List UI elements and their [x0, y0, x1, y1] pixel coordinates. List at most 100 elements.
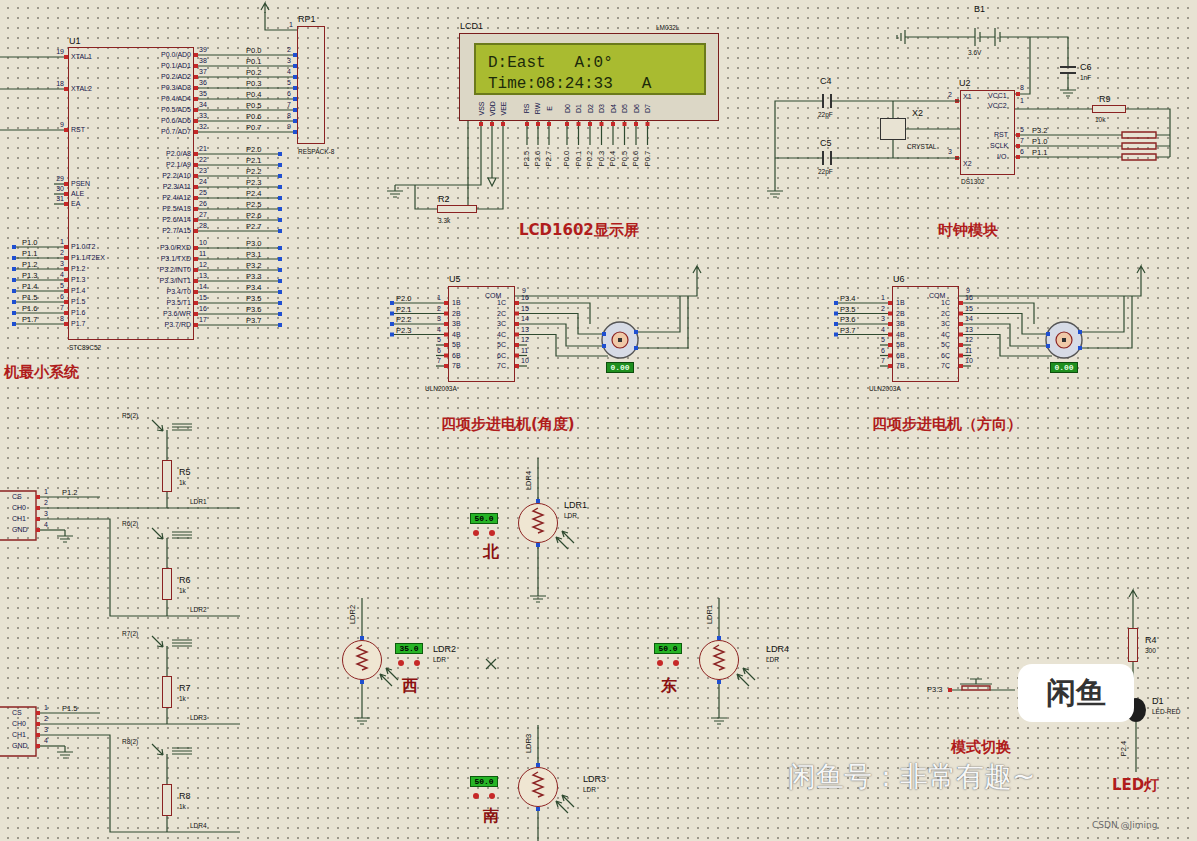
- net-label: P3.7: [246, 316, 261, 325]
- resistor-symbol: R4300: [1128, 628, 1138, 662]
- pin-number: 15: [199, 294, 207, 301]
- part-value: 1k: [179, 587, 186, 594]
- schematic-line: [657, 660, 663, 666]
- pin-number: 28: [199, 222, 207, 229]
- schematic-line: [172, 640, 192, 646]
- schematic-line: [57, 530, 73, 542]
- schematic-line: [278, 246, 282, 250]
- net-label: R7(2): [122, 630, 138, 637]
- schematic-line: [489, 793, 495, 799]
- net-label: LDR1: [190, 498, 207, 505]
- schematic-line: [1122, 154, 1156, 160]
- part-value: LDR: [583, 786, 596, 793]
- schematic-line: [194, 98, 297, 99]
- schematic-line: [1126, 109, 1170, 157]
- motor-counter: 0.00: [606, 362, 634, 373]
- schematic-line: [194, 64, 198, 68]
- schematic-line: [12, 279, 68, 280]
- schematic-line: [194, 108, 198, 112]
- pin-number: 2: [44, 499, 48, 506]
- net-label: P0.0: [563, 150, 572, 165]
- light-display: 50.0: [470, 513, 498, 524]
- pin-number: 3: [437, 315, 441, 322]
- schematic-line: [0, 56, 68, 57]
- pin-name: 4C: [941, 331, 950, 338]
- pin-number: 6: [60, 293, 64, 300]
- pin-name: 2C: [497, 310, 506, 317]
- pin-name: X2: [963, 160, 972, 167]
- pin-number: 31: [56, 195, 64, 202]
- schematic-line: [194, 163, 198, 167]
- schematic-line: [194, 120, 297, 121]
- pin-number: 2: [437, 305, 441, 312]
- net-label: P3.3: [927, 685, 942, 694]
- pin-number: 9: [966, 287, 970, 294]
- schematic-line: [36, 733, 40, 737]
- schematic-line: [12, 312, 68, 313]
- pin-name: VDD: [489, 101, 496, 116]
- pin-number: 1: [289, 21, 293, 28]
- schematic-line: [515, 333, 519, 337]
- pin-name: P3.2/INT0: [159, 266, 191, 273]
- schematic-line: [612, 332, 628, 348]
- schematic-line: [194, 53, 198, 57]
- pin-name: P1.6: [71, 309, 85, 316]
- schematic-line: [194, 164, 282, 165]
- schematic-line: [194, 280, 282, 281]
- pin-number: 3: [44, 510, 48, 517]
- capacitor-symbol: C422pF: [822, 94, 832, 108]
- schematic-line: [194, 218, 198, 222]
- schematic-line: [387, 185, 403, 197]
- schematic-line: [536, 543, 540, 547]
- schematic-line: [714, 645, 724, 670]
- net-label: P1.5: [22, 293, 37, 302]
- net-label: P1.5: [62, 704, 77, 713]
- pin-name: D4: [609, 104, 616, 113]
- schematic-line: [36, 711, 40, 715]
- schematic-line: [390, 333, 394, 337]
- pin-number: 25: [199, 189, 207, 196]
- schematic-line: [152, 420, 163, 431]
- pin-number: 4: [287, 68, 291, 75]
- pin-number: 23: [199, 167, 207, 174]
- schematic-line: [486, 659, 496, 669]
- schematic-line: [897, 30, 905, 44]
- pin-number: 2: [60, 249, 64, 256]
- schematic-line: [12, 311, 16, 315]
- resistor-pack: RP1RESPACK-8: [297, 26, 325, 144]
- direction-label: 北: [483, 542, 499, 563]
- schematic-line: [950, 679, 1015, 690]
- schematic-line: [12, 267, 16, 271]
- net-label: P1.0: [1032, 137, 1047, 146]
- part-value: 35.0: [399, 644, 418, 653]
- ldr-symbol: LDR4LDR: [699, 640, 739, 680]
- schematic-line: [1135, 722, 1136, 772]
- schematic-line: [172, 424, 192, 430]
- schematic-line: [194, 87, 297, 88]
- part-label: R6: [179, 575, 191, 585]
- schematic-line: [194, 75, 198, 79]
- pin-name: P0.2/AD2: [161, 73, 191, 80]
- schematic-line: [12, 322, 16, 326]
- part-label: X2: [912, 108, 923, 118]
- pin-number: 13: [521, 326, 529, 333]
- pin-number: 3: [44, 726, 48, 733]
- pin-number: 5: [60, 282, 64, 289]
- section-title: LCD1602显示屏: [519, 221, 639, 240]
- schematic-line: [634, 346, 638, 350]
- part-label: B1: [974, 4, 985, 14]
- net-label: P0.3: [246, 79, 261, 88]
- net-label: P0.7: [643, 150, 652, 165]
- pin-name: PSEN: [71, 180, 90, 187]
- schematic-line: [473, 530, 479, 536]
- net-label: P3.4: [246, 283, 261, 292]
- schematic-line: [962, 686, 990, 690]
- pin-number: 5: [437, 336, 441, 343]
- pin-number: 17: [199, 316, 207, 323]
- pin-name: VSS: [477, 101, 484, 115]
- pin-number: 1: [44, 704, 48, 711]
- schematic-line: [533, 508, 543, 533]
- schematic-line: [12, 268, 68, 269]
- pin-name: 4B: [896, 331, 905, 338]
